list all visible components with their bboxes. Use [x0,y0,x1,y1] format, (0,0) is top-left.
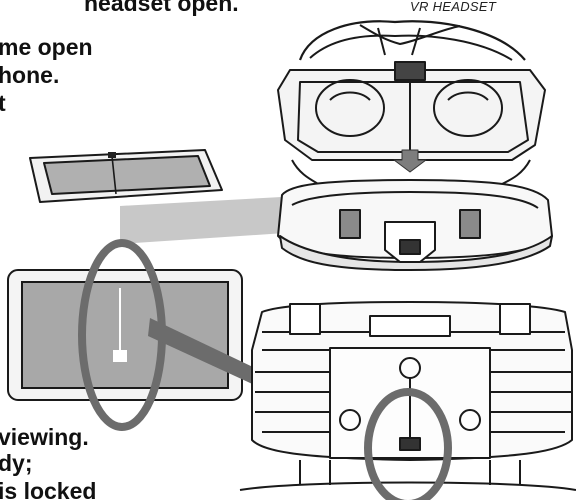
vr-headset-front [239,301,576,491]
instruction-text-top-4: t [0,90,6,116]
headset-label: VR HEADSET [410,0,497,14]
vr-headset-open [277,20,553,271]
instruction-text-top-2: me open [0,34,93,60]
highlight-ellipse-headset [364,388,452,500]
instruction-text-bottom-2: dy; [0,450,33,476]
instruction-text-bottom-1: viewing. [0,424,89,450]
phone-flat [7,269,243,401]
phone-angled [29,149,223,203]
instruction-text-top-1: headset open. [84,0,239,16]
instruction-text-bottom-3: is locked [0,478,97,500]
insert-arrow [120,190,325,244]
down-arrow [393,149,427,173]
instruction-text-top-3: hone. [0,62,60,88]
